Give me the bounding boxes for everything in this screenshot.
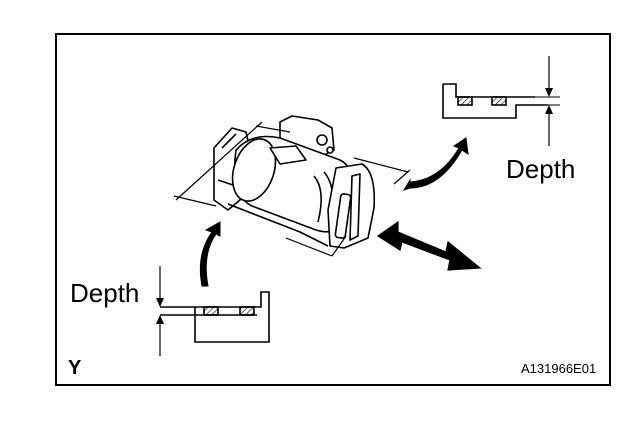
double-arrow-icon (376, 220, 482, 271)
diagram-frame (55, 33, 611, 386)
depth-gauge-right (442, 56, 560, 146)
curved-arrow-icon (402, 137, 469, 191)
figure-id: A131966E01 (521, 361, 597, 376)
connector-body-icon (213, 115, 376, 249)
dimension-lines (173, 121, 411, 257)
view-letter: Y (68, 357, 82, 379)
curved-arrow-icon (199, 221, 221, 287)
depth-gauge-left (156, 266, 270, 356)
depth-label-right: Depth (506, 154, 576, 184)
depth-label-left: Depth (70, 278, 140, 308)
